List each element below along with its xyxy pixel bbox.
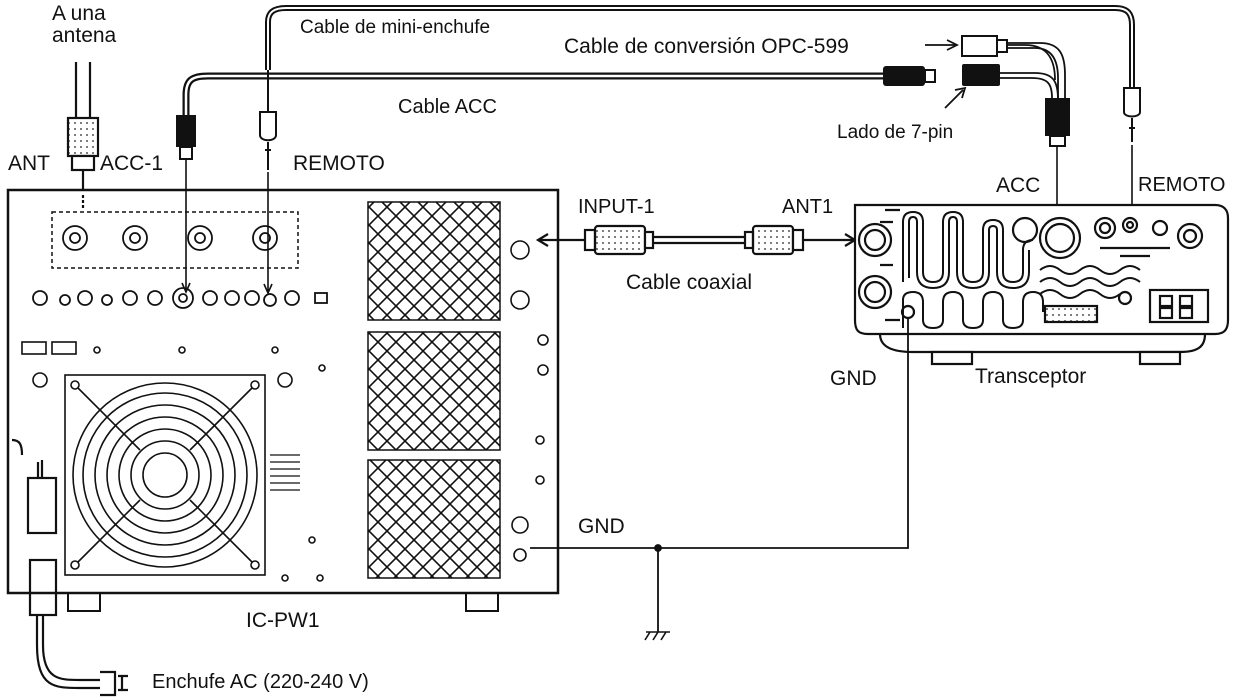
transceiver-label: Transceptor [975, 366, 1086, 387]
gnd-label-left: GND [578, 516, 625, 537]
ant-port-label: ANT [8, 153, 50, 174]
ac-plug-label: Enchufe AC (220-240 V) [152, 672, 369, 692]
seven-pin-side-label: Lado de 7-pin [837, 123, 953, 142]
gnd-label-right: GND [830, 368, 877, 389]
coaxial-cable [538, 226, 855, 254]
ventilation-grilles [368, 202, 500, 578]
transceiver [855, 205, 1228, 364]
to-antenna-label: A una antena [52, 3, 116, 47]
remote-port-label-right: REMOTO [1138, 175, 1225, 195]
ic-pw1-label: IC-PW1 [246, 610, 320, 631]
ant1-port-label: ANT1 [782, 197, 833, 217]
acc-port-label: ACC [996, 175, 1040, 196]
coax-cable-label: Cable coaxial [626, 272, 752, 293]
acc1-port-label: ACC-1 [100, 153, 163, 174]
mini-plug-cable-label: Cable de mini-enchufe [300, 18, 490, 37]
remote-port-label-left: REMOTO [293, 153, 385, 174]
acc-cable-label: Cable ACC [398, 97, 497, 117]
conversion-cable-label: Cable de conversión OPC-599 [564, 36, 849, 57]
antenna-cable [68, 62, 98, 210]
input1-port-label: INPUT-1 [578, 197, 655, 217]
